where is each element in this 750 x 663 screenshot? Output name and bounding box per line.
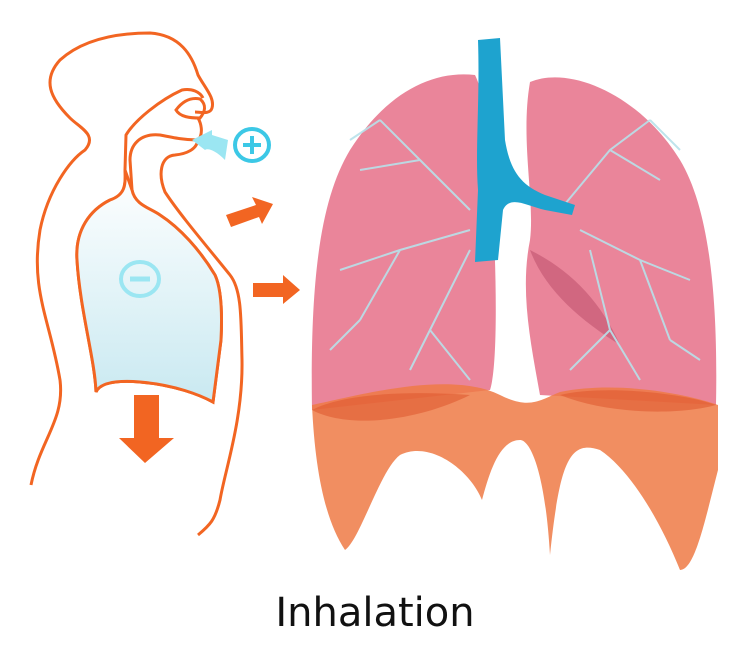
plus-circle-icon [233, 127, 271, 163]
left-lung [311, 74, 496, 410]
diaphragm [312, 384, 718, 570]
right-lung [525, 77, 717, 406]
trachea [475, 38, 575, 262]
chest-cavity [75, 169, 223, 405]
bronchioles [329, 119, 701, 381]
chest-expand-arrow-icon [226, 197, 273, 227]
airflow-arrow-icon [192, 130, 228, 160]
minus-circle-icon [119, 260, 161, 298]
diaphragm-down-arrow-icon [119, 395, 174, 463]
caption: Inhalation [275, 590, 475, 636]
lungs [311, 38, 718, 570]
right-arrow-icon [253, 275, 300, 304]
